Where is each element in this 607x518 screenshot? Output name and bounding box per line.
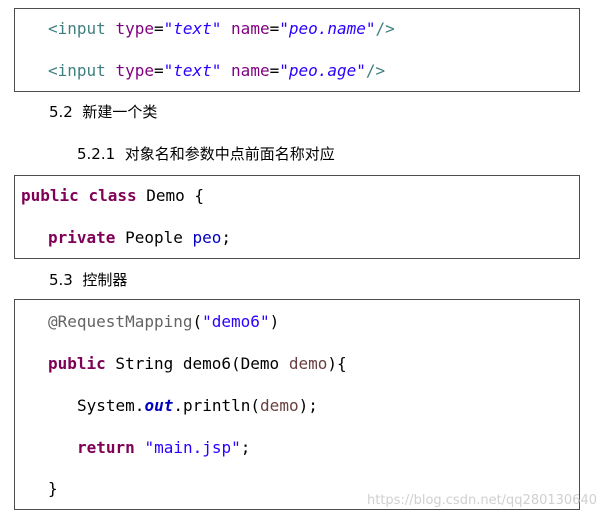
- field-peo: peo: [192, 228, 222, 247]
- keyword-public: public: [48, 354, 106, 373]
- attr-name: name: [231, 19, 270, 38]
- keyword-private: private: [48, 228, 116, 247]
- csdn-watermark: https://blog.csdn.net/qq280130640: [366, 493, 597, 508]
- keyword-return: return: [77, 438, 135, 457]
- param-demo: demo: [288, 354, 328, 373]
- tag-close: />: [375, 19, 395, 38]
- attr-value-text: "text": [163, 19, 222, 38]
- section-heading-5-3: 5.3 控制器: [49, 271, 128, 289]
- code-line-closing-brace: }: [48, 479, 58, 498]
- tag-close: />: [365, 61, 386, 80]
- code-line-return: return "main.jsp";: [77, 438, 251, 457]
- attr-type: type: [115, 19, 154, 38]
- code-line-println: System.out.println(demo);: [77, 396, 318, 415]
- code-line-input-name: <input type="text" name="peo.name"/>: [48, 19, 395, 38]
- code-line-class-declaration: public class Demo {: [21, 186, 205, 205]
- code-line-method-signature: public String demo6(Demo demo){: [48, 354, 347, 373]
- keyword-public: public: [21, 186, 79, 205]
- code-line-request-mapping: @RequestMapping("demo6"): [48, 312, 280, 331]
- attr-value-peo-age: "peo.age": [279, 61, 366, 80]
- code-block-demo-class: [14, 175, 580, 259]
- annotation-request-mapping: @RequestMapping: [48, 312, 193, 331]
- code-line-input-age: <input type="text" name="peo.age"/>: [48, 61, 386, 80]
- tag-open: <input: [48, 61, 116, 80]
- string-demo6: "demo6": [202, 312, 270, 331]
- section-heading-5-2-1: 5.2.1 对象名和参数中点前面名称对应: [77, 145, 335, 163]
- attr-type: type: [115, 61, 154, 80]
- tag-open: <input: [48, 19, 116, 38]
- code-block-controller: [14, 299, 580, 510]
- string-main-jsp: "main.jsp": [144, 438, 241, 457]
- static-field-out: out: [144, 396, 174, 415]
- param-demo-ref: demo: [260, 396, 299, 415]
- attr-value-peo-name: "peo.name": [279, 19, 376, 38]
- keyword-class: class: [88, 186, 137, 205]
- attr-name: name: [231, 61, 270, 80]
- section-heading-5-2: 5.2 新建一个类: [49, 103, 158, 121]
- code-line-field-peo: private People peo;: [48, 228, 232, 247]
- attr-value-text: "text": [163, 61, 222, 80]
- code-block-html-inputs: [14, 8, 580, 92]
